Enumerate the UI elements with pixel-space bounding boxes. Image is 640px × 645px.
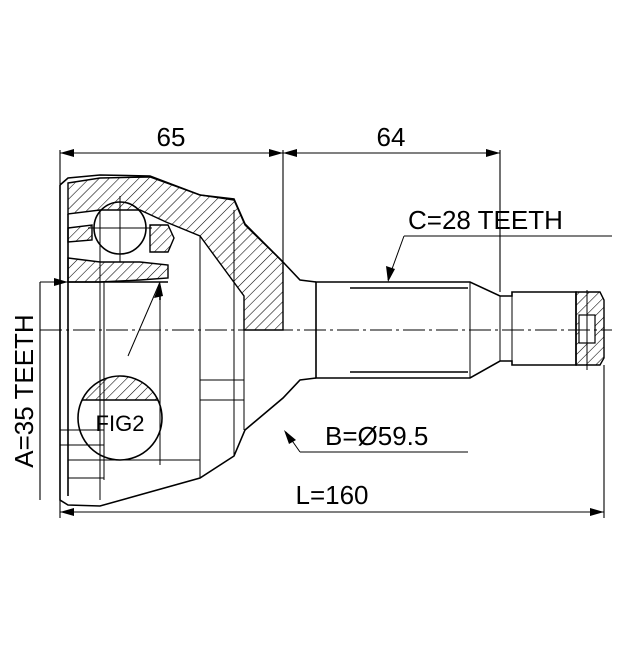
arrow-head — [486, 149, 500, 157]
arrow-head — [283, 149, 297, 157]
outer-diameter-label: B=Ø59.5 — [325, 421, 428, 451]
housing-outline-top — [59, 174, 317, 283]
fig2-circle — [77, 375, 163, 461]
arrow-head — [269, 149, 283, 157]
arrow-head — [54, 278, 68, 286]
inner-teeth-label: C=28 TEETH — [408, 205, 563, 235]
inner-race — [67, 196, 175, 300]
arrow-head — [590, 508, 604, 516]
outer-diameter-callout: B=Ø59.5 — [284, 421, 468, 453]
output-shaft — [315, 281, 605, 379]
dimension-total-length: L=160 — [59, 365, 605, 518]
outer-teeth-label: A=35 TEETH — [9, 314, 39, 467]
arrow-head — [60, 149, 74, 157]
cage-section — [67, 224, 93, 243]
dimension-64: 64 — [283, 122, 501, 292]
dimension-label-64: 64 — [377, 122, 406, 152]
leader-line — [127, 281, 161, 357]
fig2-label: FIG2 — [96, 411, 145, 436]
cage-section — [149, 224, 175, 253]
arrow-head — [386, 266, 395, 282]
arrow-head — [60, 508, 74, 516]
dimension-label-65: 65 — [157, 122, 186, 152]
inner-teeth-callout: C=28 TEETH — [386, 205, 612, 282]
arrow-head — [154, 282, 163, 298]
cage-section — [67, 257, 169, 283]
outer-teeth-callout: A=35 TEETH — [9, 278, 68, 500]
outer-housing — [59, 174, 317, 507]
arrow-head — [284, 430, 296, 444]
fig2-callout: FIG2 — [77, 281, 163, 461]
housing-outline-bottom — [59, 185, 317, 507]
total-length-label: L=160 — [295, 480, 368, 510]
dimension-65: 65 — [59, 122, 284, 262]
